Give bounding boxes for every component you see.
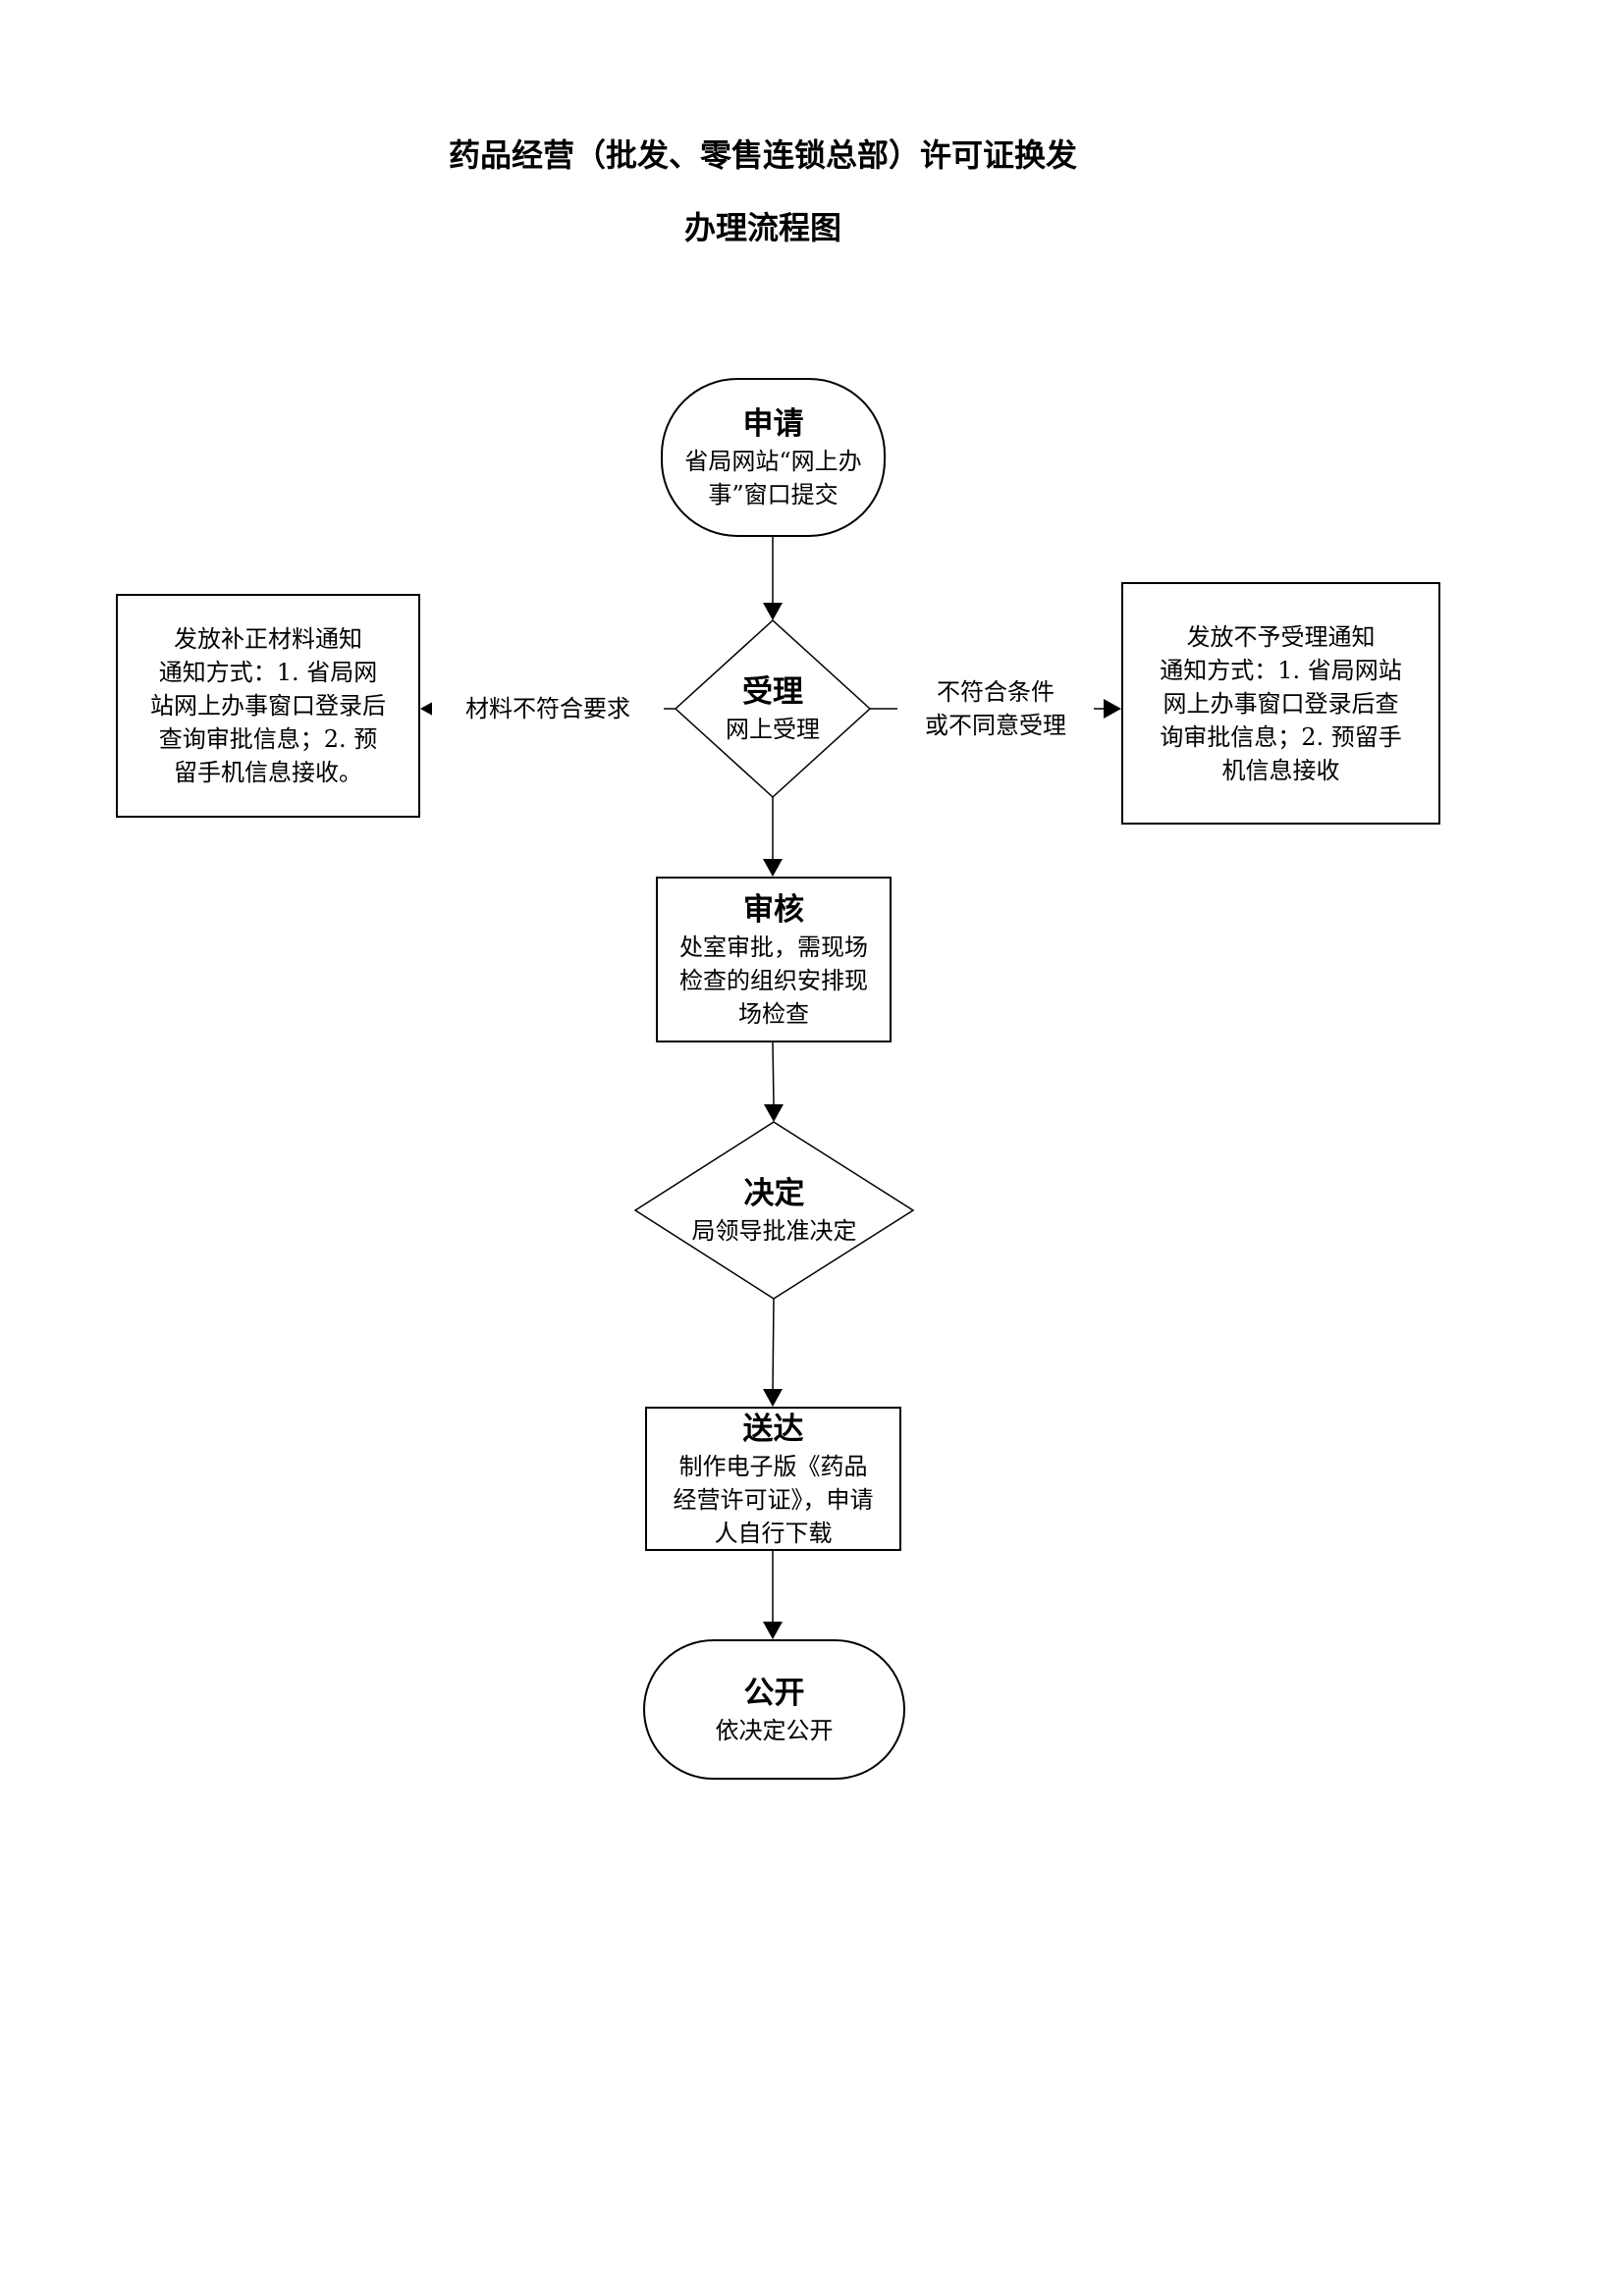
edge-label-not-accepted: 不符合条件 或不同意受理 xyxy=(897,675,1094,742)
deliver-title: 送达 xyxy=(742,1411,804,1447)
decide-title: 决定 xyxy=(743,1176,805,1211)
arrowhead-down-deliver-icon xyxy=(763,1389,783,1407)
accept-desc: 网上受理 xyxy=(726,716,820,743)
deliver-desc: 制作电子版《药品经营许可证》，申请人自行下载 xyxy=(673,1452,874,1547)
decide-diamond-shape xyxy=(633,1121,915,1300)
supplement-notice-box: 发放补正材料通知 通知方式：1. 省局网站网上办事窗口登录后查询审批信息；2. … xyxy=(116,594,420,818)
edge-label-not-accepted-line2: 或不同意受理 xyxy=(925,712,1066,739)
accept-diamond-shape xyxy=(674,618,872,799)
arrowhead-down-review-icon xyxy=(763,859,783,877)
review-title: 审核 xyxy=(743,891,804,928)
arrowhead-right-icon xyxy=(1104,699,1121,719)
publish-node: 公开 依决定公开 xyxy=(643,1639,905,1780)
supplement-notice-title: 发放补正材料通知 xyxy=(174,625,362,653)
apply-node: 申请 省局网站“网上办事”窗口提交 xyxy=(661,378,886,537)
arrowhead-down-accept-icon xyxy=(763,603,783,620)
supplement-notice-desc: 通知方式：1. 省局网站网上办事窗口登录后查询审批信息；2. 预留手机信息接收。 xyxy=(150,659,386,786)
edge-review-decide xyxy=(772,1041,775,1106)
edge-decide-deliver xyxy=(772,1298,775,1393)
accept-title: 受理 xyxy=(742,674,803,710)
apply-title: 申请 xyxy=(742,406,804,442)
deliver-node: 送达 制作电子版《药品经营许可证》，申请人自行下载 xyxy=(645,1407,901,1551)
decide-node: 决定 局领导批准决定 xyxy=(635,1122,913,1299)
review-desc: 处室审批，需现场检查的组织安排现场检查 xyxy=(679,933,868,1028)
publish-desc: 依决定公开 xyxy=(715,1716,834,1744)
edge-label-material-noncompliant: 材料不符合要求 xyxy=(432,692,664,725)
rejection-notice-title: 发放不予受理通知 xyxy=(1186,622,1376,651)
arrowhead-down-publish-icon xyxy=(763,1622,783,1639)
apply-desc: 省局网站“网上办事”窗口提交 xyxy=(684,448,862,508)
rejection-notice-desc: 通知方式：1. 省局网站网上办事窗口登录后查询审批信息；2. 预留手机信息接收 xyxy=(1160,656,1402,784)
decide-desc: 局领导批准决定 xyxy=(691,1217,857,1245)
edge-label-not-accepted-line1: 不符合条件 xyxy=(937,678,1055,706)
publish-title: 公开 xyxy=(743,1675,805,1711)
page-title-line2: 办理流程图 xyxy=(683,210,841,245)
review-node: 审核 处室审批，需现场检查的组织安排现场检查 xyxy=(656,877,892,1042)
rejection-notice-box: 发放不予受理通知 通知方式：1. 省局网站网上办事窗口登录后查询审批信息；2. … xyxy=(1121,582,1440,825)
arrowhead-down-decide-icon xyxy=(764,1104,784,1122)
accept-node: 受理 网上受理 xyxy=(676,620,870,797)
page-title-line1: 药品经营（批发、零售连锁总部）许可证换发 xyxy=(448,137,1077,173)
